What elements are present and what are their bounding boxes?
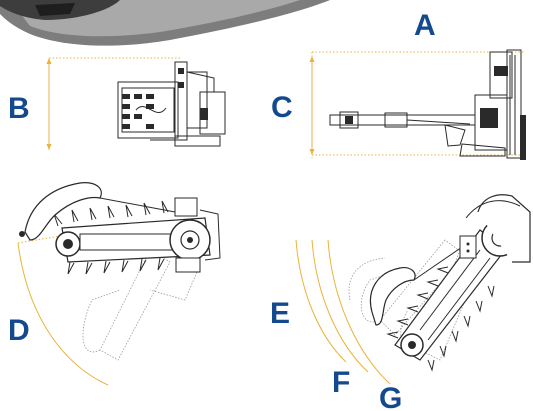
- label-a: A: [414, 9, 436, 42]
- dimension-g: [327, 239, 391, 385]
- dimension-c: [309, 56, 520, 156]
- trencher-angled-drawing: [348, 194, 531, 372]
- dimension-a: [311, 51, 525, 158]
- side-view-drawing: [117, 61, 226, 147]
- label-e: E: [270, 297, 290, 330]
- label-d: D: [8, 314, 30, 347]
- label-g: G: [379, 382, 402, 411]
- dimension-f: [311, 239, 369, 373]
- dimension-b: [46, 57, 182, 150]
- dimension-d: [17, 235, 109, 386]
- label-f: F: [332, 366, 350, 399]
- machine-photo: [0, 0, 330, 46]
- top-view-drawing: [329, 49, 526, 160]
- trencher-raised-drawing: [19, 182, 221, 361]
- label-b: B: [8, 92, 30, 125]
- dimension-e: [295, 239, 347, 363]
- label-c: C: [271, 91, 293, 124]
